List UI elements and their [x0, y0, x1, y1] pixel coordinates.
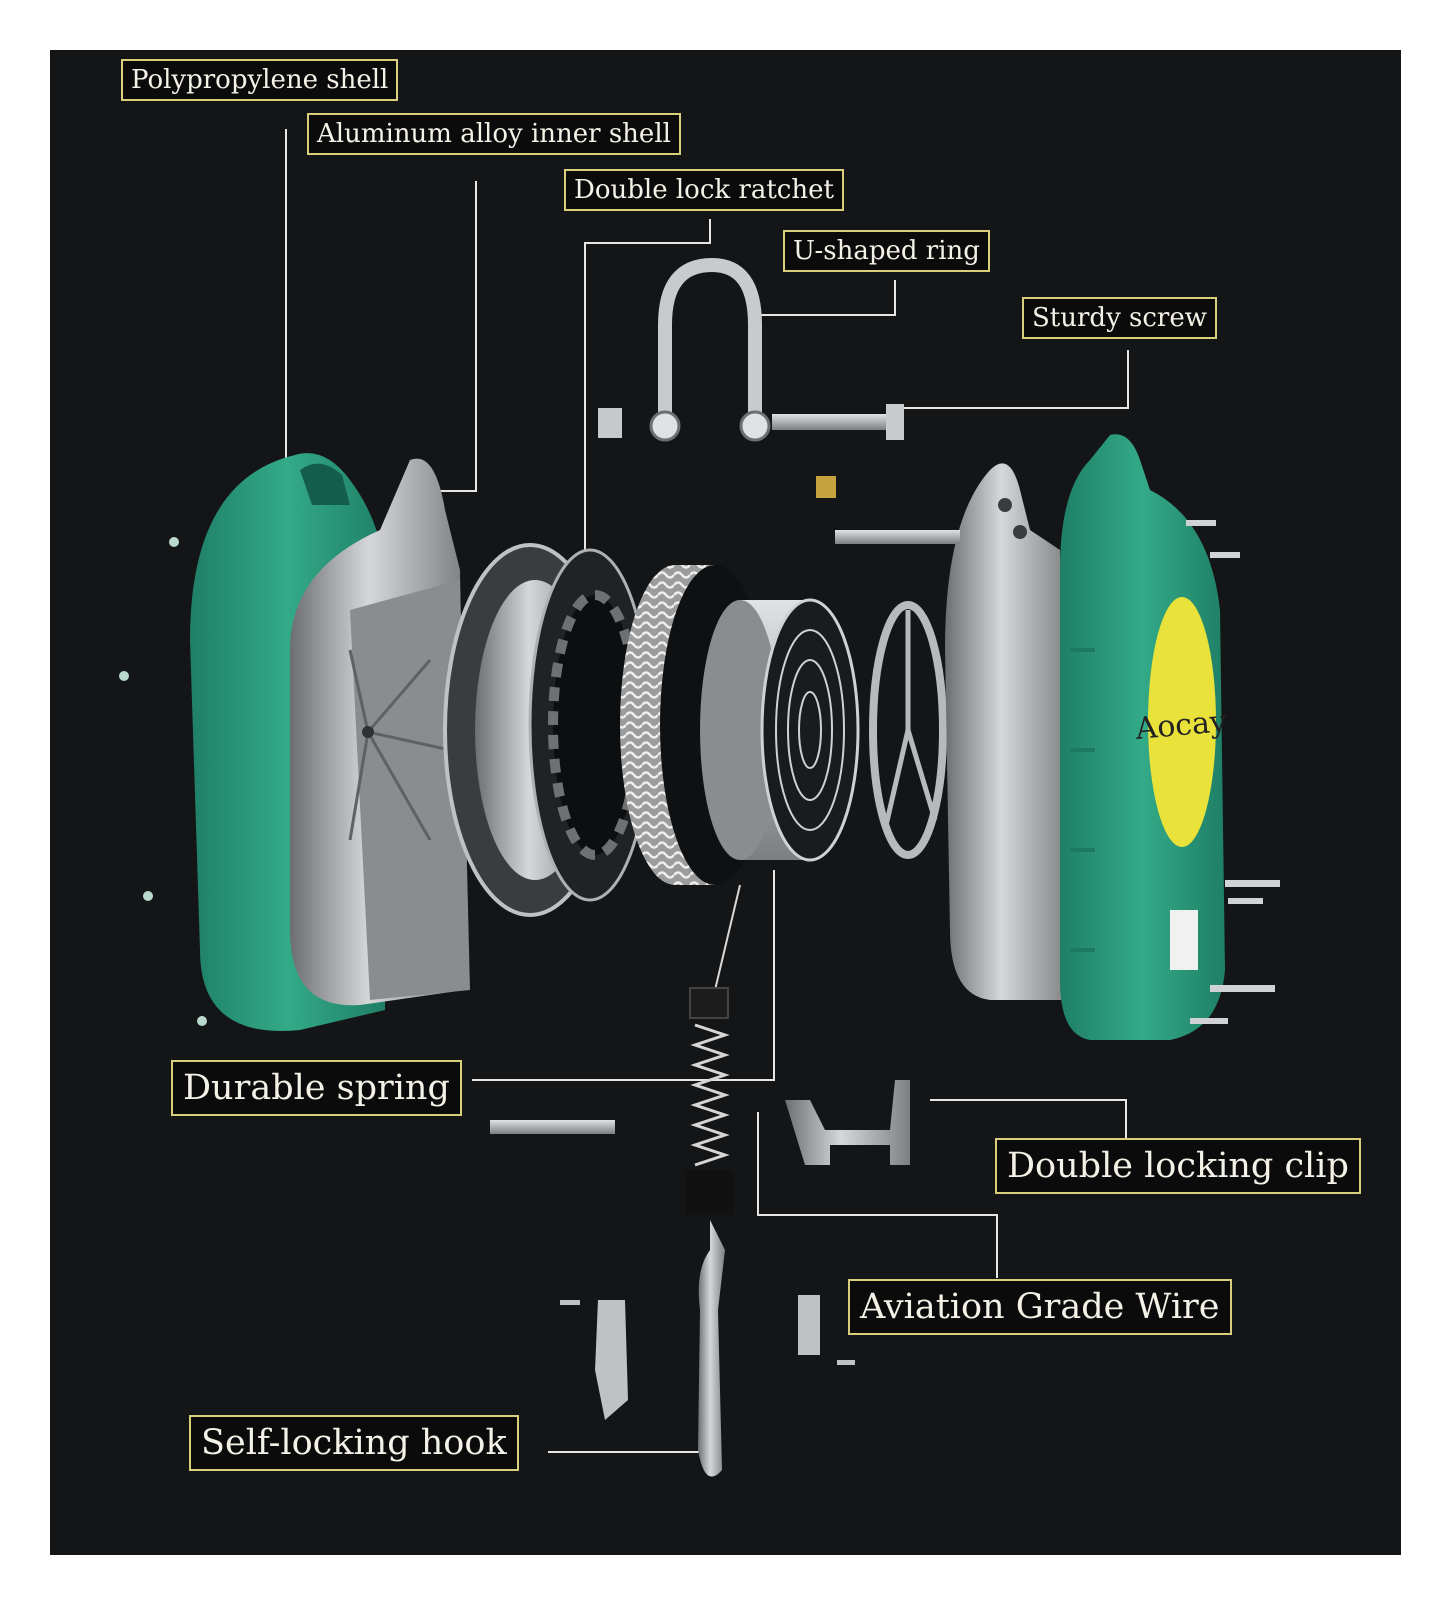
- label-double-locking-clip: Double locking clip: [995, 1138, 1361, 1194]
- right-screws: [1186, 520, 1280, 1024]
- leader-line-spring: [472, 870, 775, 1081]
- label-aviation-grade-wire: Aviation Grade Wire: [848, 1279, 1232, 1335]
- right-green-shell: Aocay: [1060, 434, 1228, 1040]
- spoked-wheel: [869, 601, 947, 859]
- leader-lines: [285, 129, 1129, 1453]
- brand-text: Aocay: [1133, 704, 1228, 747]
- ratchet-assembly: [443, 543, 652, 917]
- sturdy-screw: [772, 404, 904, 440]
- leader-line-inner-shell: [420, 181, 477, 492]
- wire-spring-hook: [685, 884, 741, 1477]
- label-durable-spring: Durable spring: [171, 1060, 462, 1116]
- leader-line-wire: [757, 1112, 998, 1278]
- label-sturdy-screw: Sturdy screw: [1022, 297, 1218, 339]
- axle-pin: [835, 530, 960, 544]
- double-locking-clip: [785, 1080, 910, 1165]
- bottom-clips: [560, 1295, 855, 1420]
- diagram-panel: Aocay: [50, 50, 1401, 1555]
- u-shaped-ring: [598, 257, 771, 442]
- left-inner-shell: [290, 458, 470, 1006]
- leader-line-clip: [930, 1099, 1127, 1138]
- hex-nut: [598, 408, 622, 438]
- brass-pin: [816, 476, 836, 498]
- label-self-locking-hook: Self-locking hook: [189, 1415, 519, 1471]
- leader-line-screw: [900, 350, 1129, 409]
- brand-badge: [1148, 597, 1216, 847]
- left-dots: [119, 537, 207, 1026]
- leader-line-ratchet: [584, 219, 711, 550]
- right-inner-shell: [945, 463, 1070, 1000]
- exploded-view-art: Aocay: [119, 129, 1280, 1477]
- label-double-lock-ratchet: Double lock ratchet: [564, 169, 844, 211]
- bottom-pin: [490, 1120, 615, 1134]
- label-aluminum-inner-shell: Aluminum alloy inner shell: [307, 113, 681, 155]
- leader-line-u-ring: [750, 280, 896, 316]
- label-u-shaped-ring: U-shaped ring: [783, 230, 990, 272]
- spring-cassette: [700, 598, 860, 862]
- label-polypropylene-shell: Polypropylene shell: [121, 59, 399, 101]
